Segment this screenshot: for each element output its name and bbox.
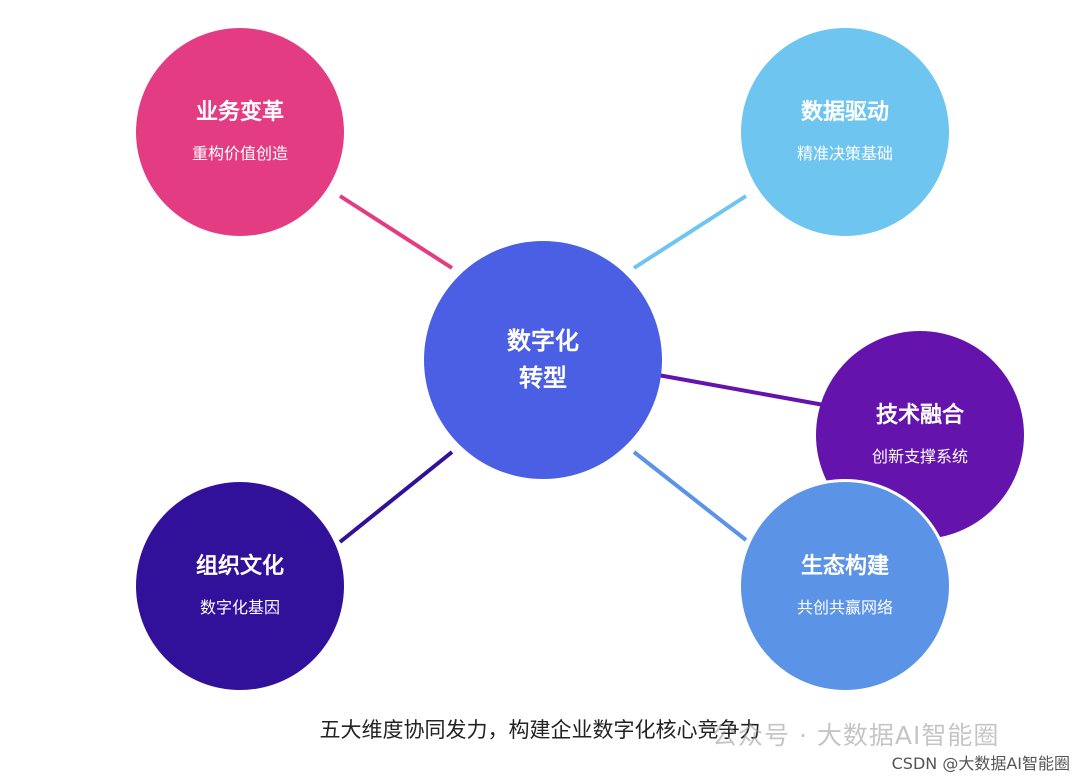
node-subtitle: 精准决策基础 — [796, 144, 893, 164]
node-data-driven: 数据驱动 精准决策基础 — [741, 28, 949, 236]
node-title: 生态构建 — [800, 553, 889, 579]
link-business — [338, 194, 454, 270]
node-subtitle: 重构价值创造 — [191, 144, 288, 164]
center-node: 数字化 转型 — [424, 241, 662, 479]
diagram-caption: 五大维度协同发力，构建企业数字化核心竞争力 — [319, 718, 761, 742]
node-title: 业务变革 — [195, 99, 284, 125]
node-title: 组织文化 — [195, 553, 284, 579]
node-title: 技术融合 — [875, 402, 964, 428]
node-business-transformation: 业务变革 重构价值创造 — [136, 28, 344, 236]
center-title-line1: 数字化 — [507, 326, 579, 355]
link-tech — [657, 373, 825, 407]
link-eco — [632, 450, 748, 542]
link-data — [632, 194, 748, 270]
link-org — [338, 450, 454, 544]
node-org-culture: 组织文化 数字化基因 — [136, 482, 344, 690]
center-title-line2: 转型 — [519, 364, 567, 392]
node-ecosystem: 生态构建 共创共赢网络 — [741, 482, 949, 690]
footer-credit: CSDN @大数据AI智能圈 — [891, 754, 1070, 773]
node-subtitle: 数字化基因 — [199, 598, 280, 618]
watermark: 公众号 · 大数据AI智能圈 — [712, 721, 1000, 750]
node-subtitle: 共创共赢网络 — [796, 598, 893, 618]
node-title: 数据驱动 — [800, 99, 889, 125]
node-subtitle: 创新支撑系统 — [871, 447, 968, 467]
